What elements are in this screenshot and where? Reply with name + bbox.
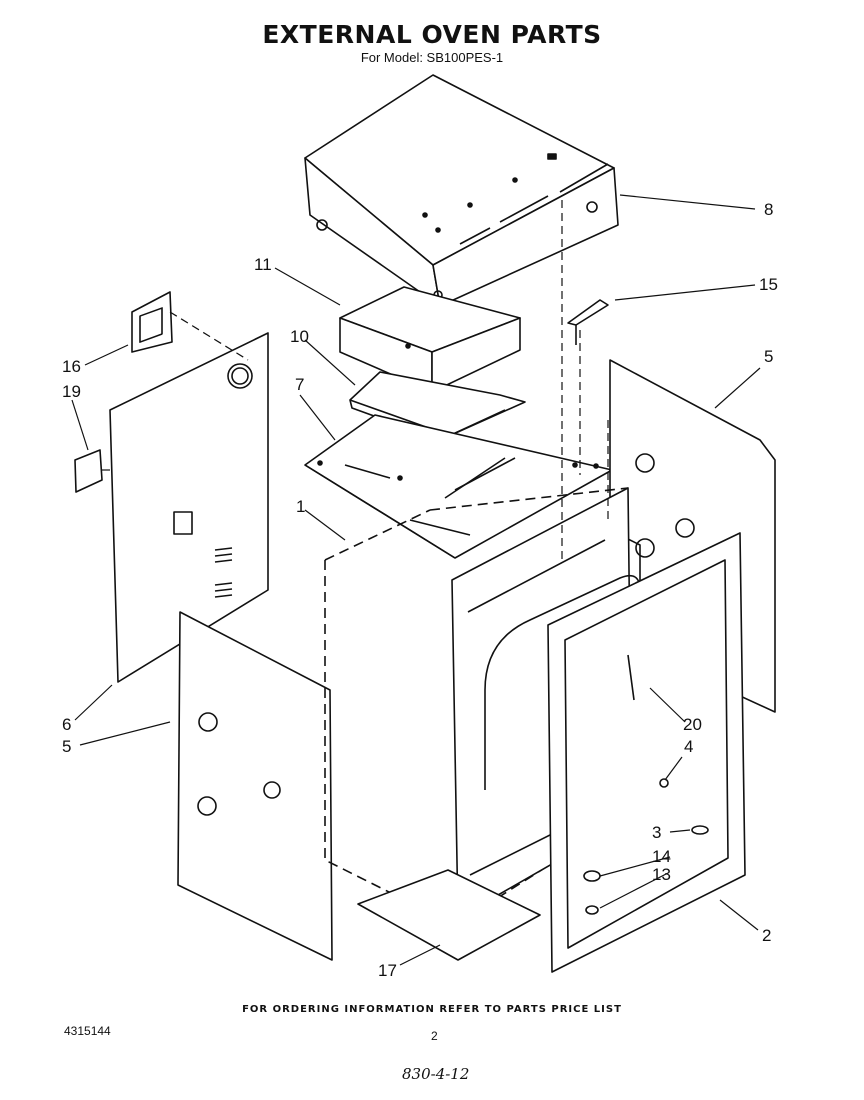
page-number: 2 — [431, 1029, 438, 1043]
callout-4: 4 — [684, 737, 693, 756]
part-3-screw — [691, 825, 709, 835]
handwritten-note: 830-4-12 — [402, 1065, 470, 1083]
callout-15: 15 — [759, 275, 778, 294]
part-11-insulation — [339, 286, 521, 393]
part-16-bracket — [131, 291, 173, 353]
callout-3: 3 — [652, 823, 661, 842]
callout-17: 17 — [378, 961, 397, 980]
callout-10: 10 — [290, 327, 309, 346]
part-4-fitting — [659, 778, 669, 788]
callout-19: 19 — [62, 382, 81, 401]
callout-5-right: 5 — [764, 347, 773, 366]
part-17-bottom-rail — [357, 869, 541, 961]
callout-5-left: 5 — [62, 737, 71, 756]
model-line: For Model: SB100PES-1 — [360, 50, 504, 65]
callout-2: 2 — [762, 926, 771, 945]
callout-16: 16 — [62, 357, 81, 376]
part-6-left-panel — [109, 332, 269, 683]
callout-1: 1 — [296, 497, 305, 516]
diagram-title: EXTERNAL OVEN PARTS — [262, 20, 602, 49]
callout-20: 20 — [683, 715, 702, 734]
document-number: 4315144 — [64, 1024, 111, 1038]
part-8-top-cover — [304, 74, 619, 307]
part-5-left-lower-panel — [177, 611, 333, 961]
callout-8: 8 — [764, 200, 773, 219]
callout-6: 6 — [62, 715, 71, 734]
callout-7: 7 — [295, 375, 304, 394]
callout-labels: 8 15 11 10 7 16 19 5 1 6 5 20 4 3 14 13 … — [62, 200, 778, 980]
part-15-clip — [567, 299, 609, 345]
construction-lines — [100, 200, 609, 560]
callout-13: 13 — [652, 865, 671, 884]
callout-11: 11 — [254, 255, 272, 274]
part-2-door-frame — [547, 532, 746, 973]
callout-leader-lines — [71, 194, 761, 966]
part-20-rod — [627, 654, 635, 701]
ordering-note: FOR ORDERING INFORMATION REFER TO PARTS … — [242, 1004, 622, 1015]
part-19-plate — [74, 449, 103, 493]
callout-14: 14 — [652, 847, 671, 866]
